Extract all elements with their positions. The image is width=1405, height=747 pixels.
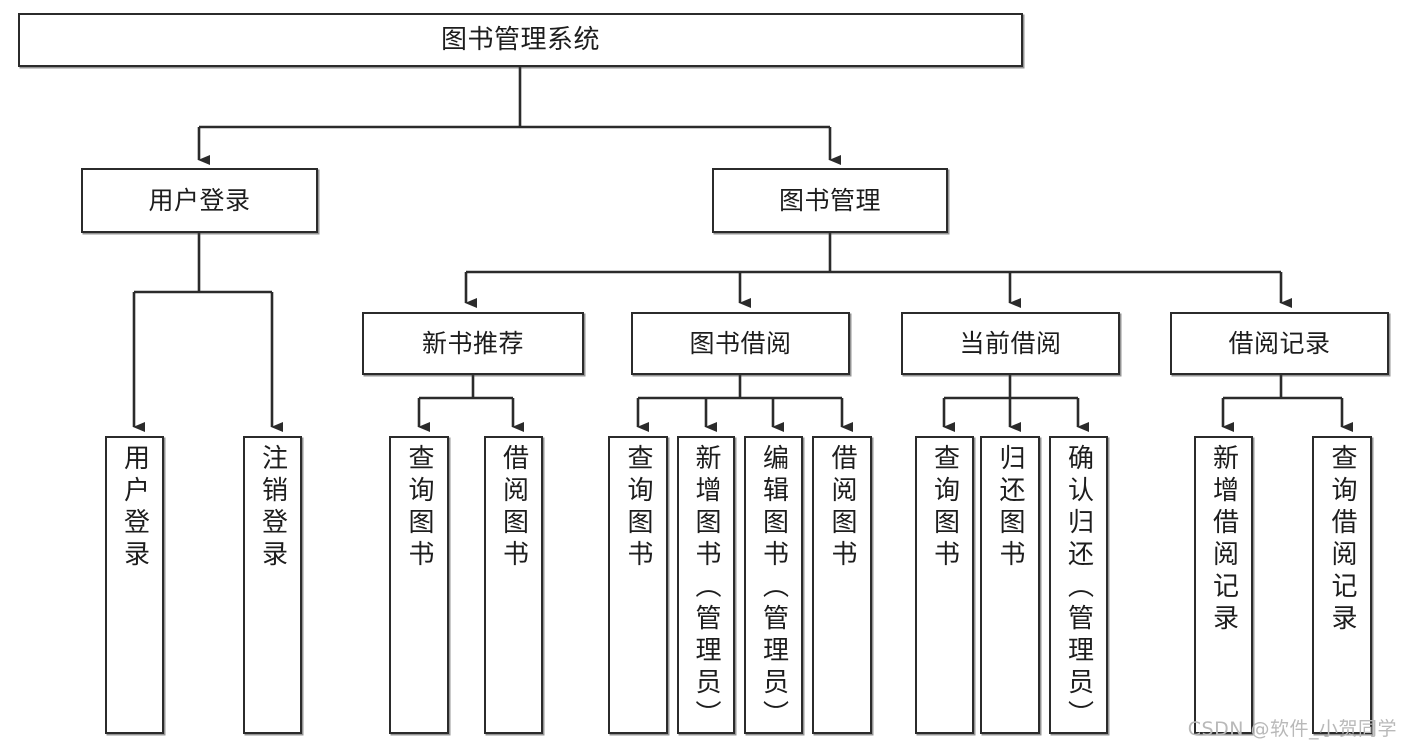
node-label: 借阅记录 <box>1228 328 1331 358</box>
node-label: 图书管理 <box>778 185 881 215</box>
node-current-borrow[interactable]: 当前借阅 <box>901 312 1120 375</box>
node-label: 新增图书（管理员） <box>691 444 721 732</box>
node-label: 归还图书 <box>995 444 1025 572</box>
node-root-system[interactable]: 图书管理系统 <box>18 13 1023 67</box>
node-label: 新增借阅记录 <box>1208 444 1239 636</box>
node-label: 查询图书 <box>404 444 434 572</box>
leaf-borrow-book[interactable]: 借阅图书 <box>812 436 872 734</box>
leaf-borrow-book-recommend[interactable]: 借阅图书 <box>484 436 543 734</box>
node-label: 用户登录 <box>119 444 150 572</box>
leaf-user-login[interactable]: 用户登录 <box>105 436 164 734</box>
node-label: 查询图书 <box>929 444 960 572</box>
leaf-query-book-recommend[interactable]: 查询图书 <box>389 436 449 734</box>
node-label: 图书借阅 <box>689 328 792 358</box>
node-user-login[interactable]: 用户登录 <box>81 168 318 233</box>
node-label: 图书管理系统 <box>440 24 600 55</box>
node-book-manage[interactable]: 图书管理 <box>712 168 948 233</box>
node-label: 查询借阅记录 <box>1327 444 1357 636</box>
node-label: 借阅图书 <box>498 444 529 572</box>
node-label: 注销登录 <box>257 444 288 572</box>
leaf-confirm-return[interactable]: 确认归还（管理员） <box>1049 436 1108 734</box>
leaf-query-book-current[interactable]: 查询图书 <box>915 436 974 734</box>
node-borrow-record[interactable]: 借阅记录 <box>1170 312 1389 375</box>
leaf-edit-book[interactable]: 编辑图书（管理员） <box>744 436 803 734</box>
leaf-add-borrow-record[interactable]: 新增借阅记录 <box>1194 436 1253 734</box>
node-label: 新书推荐 <box>421 328 524 358</box>
leaf-add-book[interactable]: 新增图书（管理员） <box>677 436 735 734</box>
leaf-query-book-borrow[interactable]: 查询图书 <box>608 436 668 734</box>
node-new-book-recommend[interactable]: 新书推荐 <box>362 312 584 375</box>
leaf-logout[interactable]: 注销登录 <box>243 436 302 734</box>
leaf-query-borrow-record[interactable]: 查询借阅记录 <box>1312 436 1372 734</box>
node-label: 借阅图书 <box>827 444 857 572</box>
node-book-borrow[interactable]: 图书借阅 <box>631 312 850 375</box>
leaf-return-book[interactable]: 归还图书 <box>980 436 1040 734</box>
node-label: 查询图书 <box>623 444 653 572</box>
node-label: 编辑图书（管理员） <box>758 444 789 732</box>
node-label: 当前借阅 <box>959 328 1062 358</box>
node-label: 确认归还（管理员） <box>1063 444 1094 732</box>
node-label: 用户登录 <box>148 185 251 215</box>
